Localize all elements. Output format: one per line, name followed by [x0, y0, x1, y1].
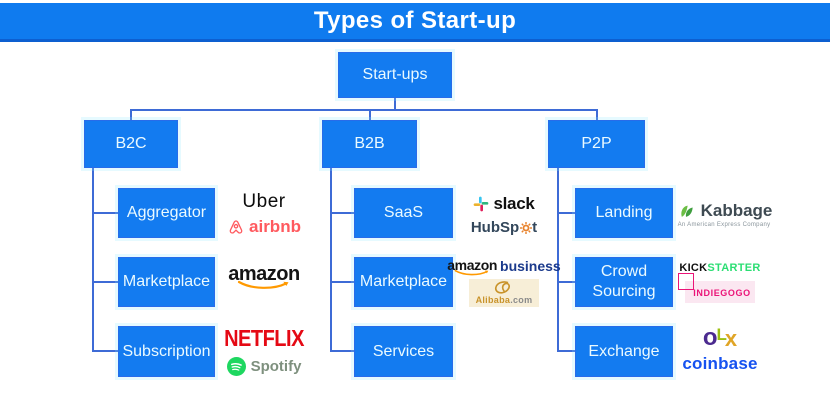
alibaba-name: Alibaba	[475, 295, 511, 305]
kabbage-tagline: An American Express Company	[677, 221, 771, 228]
connector	[330, 350, 354, 352]
slack-icon	[474, 196, 489, 212]
connector	[92, 212, 118, 214]
amazon-business-business-text: business	[500, 258, 561, 274]
spotify-logo-text: Spotify	[250, 358, 302, 375]
spotify-logo: Spotify	[226, 357, 302, 376]
connector	[92, 281, 118, 283]
node-b2b: B2B	[322, 120, 417, 168]
coinbase-logo: coinbase	[682, 354, 758, 373]
node-startups: Start-ups	[338, 52, 452, 98]
hubspot-sprocket-icon	[519, 222, 532, 234]
amazon-smile-icon	[237, 280, 289, 289]
slack-logo: slack	[473, 194, 535, 214]
olx-x-text: x	[724, 326, 738, 351]
node-marketplace-b2b: Marketplace	[354, 257, 453, 307]
connector	[130, 109, 132, 121]
amazon-business-logo: amazon business	[447, 257, 561, 277]
node-marketplace-b2c: Marketplace	[118, 257, 215, 307]
kickstarter-starter-text: STARTER	[707, 261, 761, 274]
connector	[130, 109, 598, 111]
amazon-business-amazon-text: amazon	[447, 257, 498, 273]
node-p2p: P2P	[548, 120, 645, 168]
olx-o-text: o	[702, 324, 718, 351]
node-exchange: Exchange	[575, 326, 673, 377]
landing-logos: Kabbage An American Express Company	[672, 192, 776, 236]
connector	[394, 98, 396, 110]
hubspot-logo-text-post: t	[532, 219, 538, 236]
subscription-logos: NETFLIX Spotify	[220, 324, 308, 380]
marketplace-b2b-logos: amazon business Alibaba.com	[447, 256, 561, 308]
connector	[92, 168, 94, 352]
hubspot-logo: HubSp t	[471, 219, 537, 236]
connector	[330, 212, 354, 214]
kickstarter-logo: KICKSTARTER	[679, 262, 760, 274]
indiegogo-logo: INDIEGOGO	[678, 272, 755, 303]
hubspot-logo-text-pre: HubSp	[470, 219, 520, 236]
alibaba-logo: Alibaba.com	[468, 279, 540, 307]
netflix-logo: NETFLIX	[224, 326, 304, 352]
olx-l-text: L	[716, 325, 727, 344]
saas-logos: slack HubSp t	[458, 189, 550, 241]
node-landing: Landing	[575, 188, 673, 238]
aggregator-logos: Uber airbnb	[220, 188, 308, 240]
uber-logo: Uber	[242, 191, 286, 212]
marketplace-b2c-logos: amazon	[220, 256, 308, 298]
node-saas: SaaS	[354, 188, 453, 238]
connector	[596, 109, 598, 121]
node-aggregator: Aggregator	[118, 188, 215, 238]
page-title: Types of Start-up	[313, 7, 517, 34]
alibaba-logo-text: Alibaba.com	[476, 295, 533, 305]
amazon-logo-text: amazon	[228, 263, 300, 285]
slack-logo-text: slack	[493, 194, 535, 213]
node-subscription: Subscription	[118, 326, 215, 377]
node-services: Services	[354, 326, 453, 377]
kabbage-logo: Kabbage	[676, 200, 773, 221]
airbnb-logo-text: airbnb	[249, 217, 301, 236]
connector	[330, 281, 354, 283]
alibaba-swirl-icon	[494, 281, 510, 294]
indiegogo-frame-icon	[678, 272, 695, 290]
amazon-logo: amazon	[228, 263, 300, 291]
node-crowdsourcing: Crowd Sourcing	[575, 257, 673, 307]
connector	[369, 109, 371, 121]
title-banner: Types of Start-up	[0, 3, 830, 42]
connector	[557, 212, 575, 214]
connector	[557, 281, 575, 283]
connector	[557, 168, 559, 352]
connector	[92, 350, 118, 352]
airbnb-belo-icon	[229, 220, 243, 234]
connector	[557, 350, 575, 352]
amazon-business-amazon: amazon	[447, 257, 497, 277]
indiegogo-logo-text: INDIEGOGO	[693, 287, 751, 298]
kickstarter-kick-text: KICK	[679, 261, 708, 274]
spotify-icon	[226, 357, 246, 376]
kabbage-logo-text: Kabbage	[700, 200, 773, 220]
connector	[330, 168, 332, 352]
crowdsourcing-logos: KICKSTARTER INDIEGOGO	[678, 258, 762, 306]
node-b2c: B2C	[84, 120, 178, 168]
alibaba-tld: .com	[510, 295, 533, 305]
amazon-business-smile-icon	[454, 269, 489, 276]
airbnb-logo: airbnb	[227, 217, 301, 237]
kabbage-leaf-icon	[680, 205, 693, 217]
